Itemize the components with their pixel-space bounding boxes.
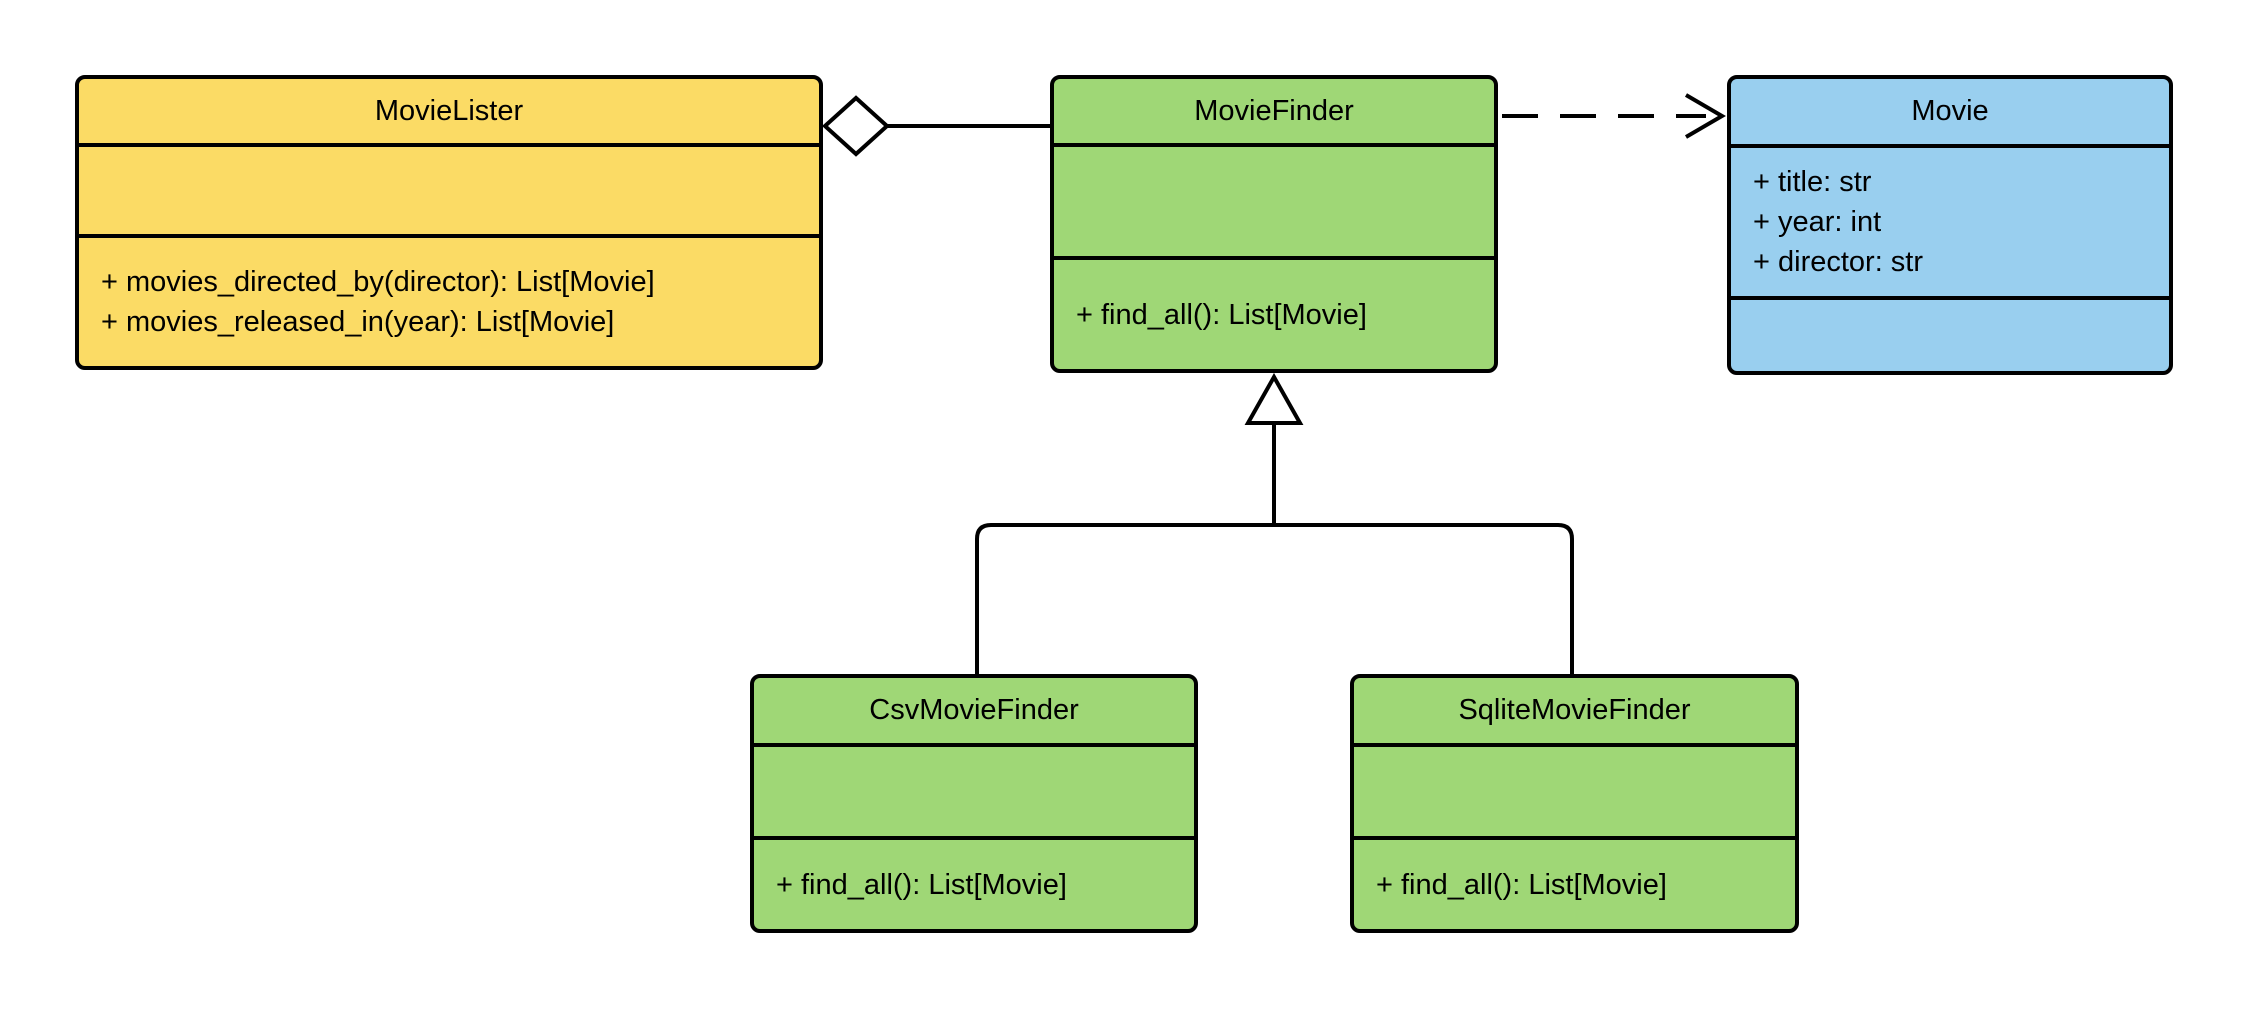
attributes-compartment: + title: str + year: int + director: str (1731, 144, 2169, 300)
methods-compartment (1731, 300, 2169, 371)
attribute-label: + title: str (1753, 166, 1872, 198)
aggregation-connector-movielister-moviefinder[interactable] (822, 95, 1052, 157)
attributes-compartment (754, 743, 1194, 840)
class-csvmoviefinder[interactable]: CsvMovieFinder + find_all(): List[Movie] (750, 674, 1198, 933)
attributes-compartment (79, 143, 819, 238)
aggregation-diamond-icon (822, 95, 890, 157)
dependency-arrowhead-icon (1684, 93, 1726, 139)
attributes-compartment (1054, 143, 1494, 260)
attribute-label: + director: str (1753, 246, 1924, 278)
attribute-label: + year: int (1753, 206, 1882, 238)
class-sqlitemoviefinder[interactable]: SqliteMovieFinder + find_all(): List[Mov… (1350, 674, 1799, 933)
attributes-compartment (1354, 743, 1795, 840)
class-title: MovieFinder (1194, 94, 1354, 127)
class-title: MovieLister (374, 94, 524, 127)
method-label: + find_all(): List[Movie] (776, 868, 1067, 901)
class-movie[interactable]: Movie + title: str + year: int + directo… (1727, 75, 2173, 375)
methods-compartment: + find_all(): List[Movie] (754, 840, 1194, 929)
dependency-connector-moviefinder-movie[interactable] (1502, 93, 1726, 139)
class-moviefinder[interactable]: MovieFinder + find_all(): List[Movie] (1050, 75, 1498, 373)
method-label: + movies_released_in(year): List[Movie] (101, 306, 615, 338)
method-label: + find_all(): List[Movie] (1076, 298, 1367, 331)
methods-compartment: + movies_directed_by(director): List[Mov… (79, 238, 819, 366)
methods-compartment: + find_all(): List[Movie] (1354, 840, 1795, 929)
inheritance-branch-lines[interactable] (975, 523, 1574, 676)
class-movielister[interactable]: MovieLister + movies_directed_by(directo… (75, 75, 823, 370)
inheritance-triangle-icon (1244, 372, 1304, 425)
class-title: Movie (1911, 95, 1989, 127)
method-label: + find_all(): List[Movie] (1376, 868, 1667, 901)
inheritance-connector[interactable] (975, 372, 1574, 676)
method-label: + movies_directed_by(director): List[Mov… (101, 266, 655, 298)
class-title: SqliteMovieFinder (1458, 694, 1691, 726)
class-title: CsvMovieFinder (869, 694, 1079, 726)
methods-compartment: + find_all(): List[Movie] (1054, 260, 1494, 369)
